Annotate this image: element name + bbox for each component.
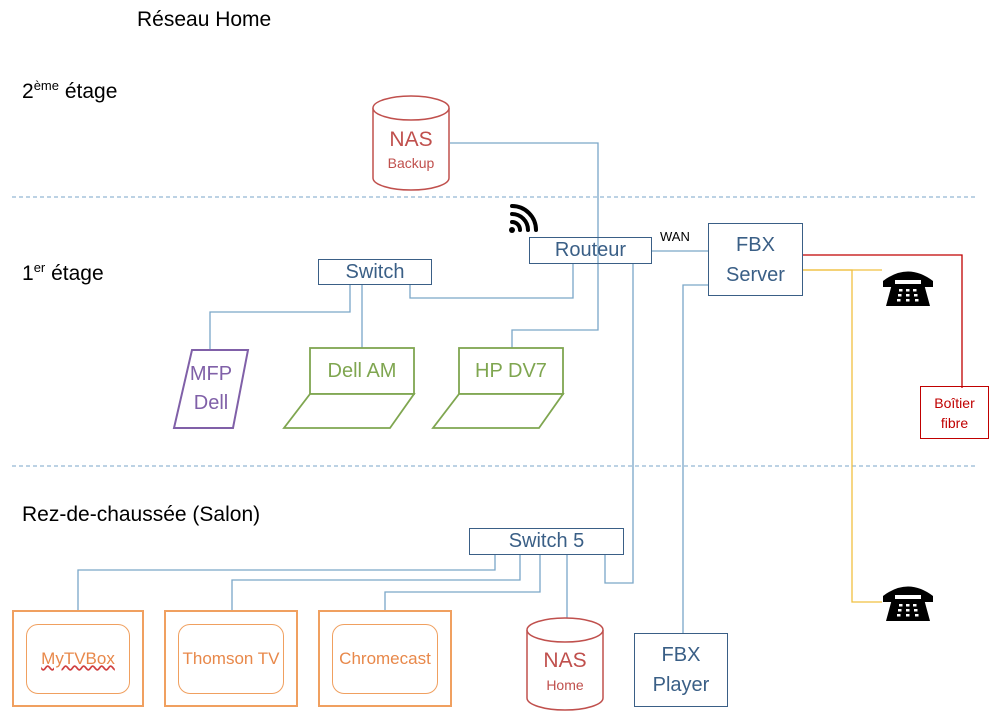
- chromecast-label: Chromecast: [339, 649, 431, 668]
- diagram-title: Réseau Home: [137, 8, 272, 31]
- nas-backup-subtitle: Backup: [387, 155, 435, 171]
- chromecast-screen: Chromecast: [332, 624, 438, 694]
- floor-label-second: 2ème étage: [22, 78, 117, 104]
- mfp-line1: MFP: [189, 363, 233, 385]
- nas-home-subtitle: Home: [546, 677, 584, 693]
- boitier-fibre-box: Boîtier fibre: [920, 386, 989, 439]
- boitier-line1: Boîtier: [934, 394, 975, 411]
- mytvbox-label: MyTVBox: [41, 649, 115, 668]
- nas-home-cylinder: [526, 617, 604, 711]
- fbx-server-line1: FBX: [736, 233, 775, 256]
- floor-ordinal: ème: [33, 78, 59, 93]
- mfp-printer-shape: [172, 349, 250, 429]
- mfp-line2: Dell: [193, 392, 229, 414]
- wan-label: WAN: [660, 229, 690, 244]
- switch-box: Switch: [318, 259, 432, 285]
- phone-links: [803, 269, 882, 603]
- thomson-tv-screen: Thomson TV: [178, 624, 284, 694]
- boitier-line2: fibre: [940, 414, 969, 431]
- fbx-player-box: FBX Player: [634, 633, 728, 707]
- fbx-player-line1: FBX: [661, 644, 701, 666]
- mfp-dell-label: MFP Dell: [176, 355, 246, 423]
- thomson-tv-frame: Thomson TV: [164, 610, 298, 707]
- floor-number: 2: [22, 80, 34, 103]
- nas-home-title: NAS: [543, 649, 587, 672]
- fbx-player-line2: Player: [652, 674, 710, 696]
- network-links: [77, 142, 708, 633]
- floor-ordinal: er: [33, 260, 46, 275]
- chromecast-frame: Chromecast: [318, 610, 452, 707]
- floor-label-ground: Rez-de-chaussée (Salon): [22, 503, 261, 526]
- hp-laptop-shape: [431, 347, 565, 429]
- nas-backup-title: NAS: [389, 128, 433, 151]
- routeur-box: Routeur: [529, 237, 652, 264]
- floor-label-first: 1er étage: [22, 260, 104, 286]
- dell-laptop-shape: [282, 347, 416, 429]
- telephone-icon: [883, 586, 933, 621]
- fbx-server-line2: Server: [726, 263, 785, 286]
- hp-dv7-label: HP DV7: [475, 359, 547, 382]
- mytvbox-screen: MyTVBox: [26, 624, 130, 694]
- floor-word: étage: [58, 80, 118, 103]
- dell-am-label: Dell AM: [327, 359, 397, 382]
- floor-word: étage: [45, 262, 104, 285]
- thomson-tv-label: Thomson TV: [182, 649, 280, 668]
- wifi-icon: [509, 204, 538, 233]
- floor-number: 1: [22, 262, 34, 285]
- fbx-server-box: FBX Server: [708, 223, 803, 296]
- telephone-icon: [883, 271, 933, 306]
- mytvbox-frame: MyTVBox: [12, 610, 144, 707]
- switch5-box: Switch 5: [469, 528, 624, 555]
- nas-backup-cylinder: [372, 95, 450, 191]
- fibre-link: [803, 254, 963, 388]
